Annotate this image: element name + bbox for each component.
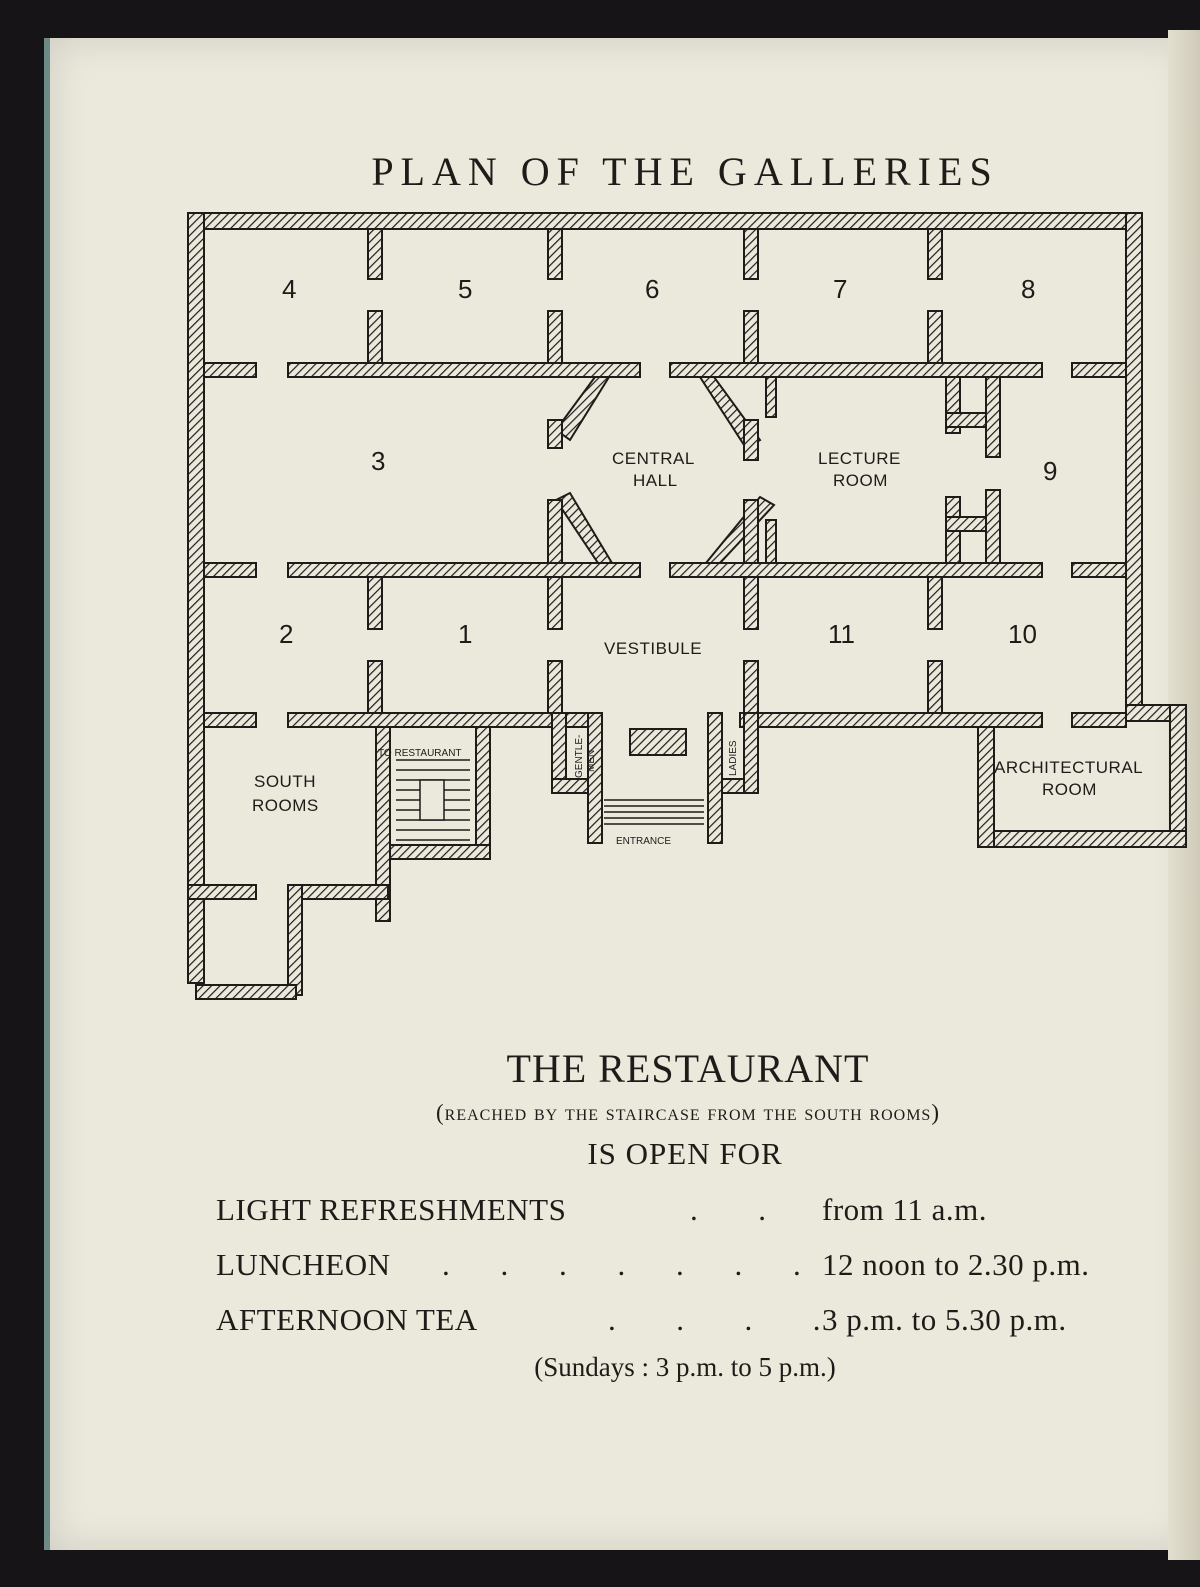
architectural-room-label-2: ROOM xyxy=(1042,780,1097,799)
menu-row-time: from 11 a.m. xyxy=(822,1192,987,1227)
menu-row-time: 3 p.m. to 5.30 p.m. xyxy=(822,1302,1067,1337)
ladies-label: LADIES xyxy=(728,740,739,776)
restaurant-subtitle: (reached by the staircase from the south… xyxy=(436,1100,940,1125)
menu-row: AFTERNOON TEA . . . . 3 p.m. to 5.30 p.m… xyxy=(216,1302,1066,1338)
central-hall-label-1: CENTRAL xyxy=(612,449,695,468)
arch-room-south-wall xyxy=(977,830,1187,848)
central-hall-label-2: HALL xyxy=(633,471,678,490)
restaurant-title: THE RESTAURANT xyxy=(506,1046,870,1091)
gallery-10-label: 10 xyxy=(1008,619,1037,649)
gallery-1-label: 1 xyxy=(458,619,472,649)
architectural-room-label-1: ARCHITECTURAL xyxy=(994,758,1143,777)
open-for-heading: IS OPEN FOR xyxy=(587,1136,783,1171)
north-wall xyxy=(187,212,1143,230)
gallery-7-label: 7 xyxy=(833,274,847,304)
lecture-room-label-2: ROOM xyxy=(833,471,888,490)
vestibule-label: VESTIBULE xyxy=(604,639,702,658)
menu-row-label: AFTERNOON TEA xyxy=(216,1302,478,1337)
gallery-2-label: 2 xyxy=(279,619,293,649)
gallery-4-label: 4 xyxy=(282,274,296,304)
menu-row: LUNCHEON . . . . . . . 12 noon to 2.30 p… xyxy=(216,1247,1089,1283)
lecture-room-label-1: LECTURE xyxy=(818,449,901,468)
gallery-11-label: 11 xyxy=(828,619,855,649)
leader-dots: . . xyxy=(690,1192,768,1227)
gallery-5-label: 5 xyxy=(458,274,472,304)
gallery-6-label: 6 xyxy=(645,274,659,304)
gallery-3-label: 3 xyxy=(371,446,385,476)
menu-row-time: 12 noon to 2.30 p.m. xyxy=(822,1247,1090,1282)
south-rooms-label-2: ROOMS xyxy=(252,796,319,815)
entrance-label: ENTRANCE xyxy=(616,836,671,847)
arch-room-east-wall xyxy=(1169,704,1187,848)
gentlemen-label-1: GENTLE- xyxy=(574,735,585,778)
menu-row-label: LIGHT REFRESHMENTS xyxy=(216,1192,567,1227)
leader-dots: . . . . xyxy=(608,1302,823,1337)
east-wall xyxy=(1125,212,1143,722)
menu-row: LIGHT REFRESHMENTS . . from 11 a.m. xyxy=(216,1192,986,1228)
gentlemen-label-2: MEN xyxy=(586,750,597,772)
sunday-hours: (Sundays : 3 p.m. to 5 p.m.) xyxy=(534,1352,836,1382)
catalogue-page xyxy=(44,38,1190,1550)
arch-room-west-wall xyxy=(977,716,995,848)
plan-heading: PLAN OF THE GALLERIES xyxy=(371,149,999,194)
gallery-8-label: 8 xyxy=(1021,274,1035,304)
to-restaurant-label: TO RESTAURANT xyxy=(378,748,462,759)
gallery-9-label: 9 xyxy=(1043,456,1057,486)
leader-dots: . . . . . . . xyxy=(442,1247,803,1282)
west-wall xyxy=(187,212,205,984)
south-rooms-label-1: SOUTH xyxy=(254,772,316,791)
menu-row-label: LUNCHEON xyxy=(216,1247,391,1282)
